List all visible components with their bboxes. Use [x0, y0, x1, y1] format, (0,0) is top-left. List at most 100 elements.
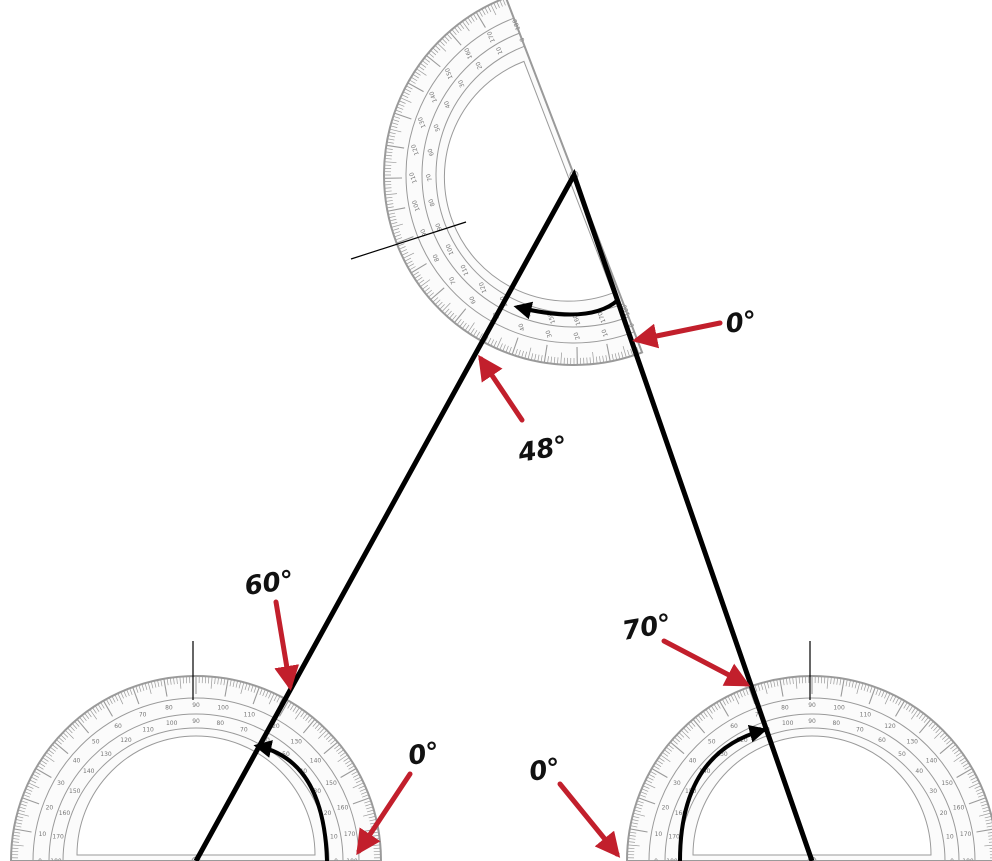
protractor-tick — [676, 734, 683, 740]
protractor-tick — [307, 717, 313, 723]
protractor-tick-label: 70 — [448, 275, 457, 285]
protractor-tick — [627, 349, 630, 357]
protractor-tick — [328, 736, 334, 743]
protractor-tick — [950, 744, 956, 750]
protractor-tick — [362, 794, 369, 798]
protractor-tick — [968, 797, 987, 805]
protractor-tick — [367, 809, 374, 813]
protractor-tick — [318, 729, 328, 739]
protractor-tick — [268, 691, 272, 699]
protractor-tick — [884, 691, 888, 699]
protractor-tick-label: 20 — [46, 805, 54, 812]
protractor-tick — [305, 715, 311, 721]
protractor-tick — [390, 222, 398, 225]
protractor-tick-label: 170 — [960, 831, 972, 838]
protractor-tick — [892, 696, 897, 703]
protractor-tick — [223, 678, 226, 686]
protractor-tick — [441, 302, 451, 312]
protractor-tick-label: 30 — [457, 79, 466, 89]
protractor-tick — [26, 785, 34, 789]
protractor-tick — [393, 231, 401, 235]
protractor-tick — [409, 266, 416, 271]
protractor-tick — [295, 707, 300, 714]
protractor-tick — [739, 690, 743, 698]
triangle — [193, 168, 815, 861]
protractor-tick — [279, 700, 289, 717]
protractor-tick — [632, 815, 640, 819]
protractor-tick — [42, 757, 49, 762]
protractor-tick — [38, 762, 46, 767]
protractor-tick-label: 100 — [411, 199, 422, 212]
protractor-tick — [611, 353, 614, 361]
protractor-tick — [394, 234, 402, 238]
label-top-zero: 0° — [724, 306, 759, 340]
protractor-tick-label: 120 — [410, 143, 421, 156]
protractor-tick — [833, 677, 835, 685]
protractor-tick — [345, 759, 352, 765]
protractor-tick — [424, 57, 431, 63]
protractor-tick — [987, 832, 992, 834]
protractor-tick — [24, 791, 32, 795]
protractor-tick-label: 130 — [716, 751, 728, 758]
protractor-tick — [980, 800, 988, 804]
protractor-tick — [397, 243, 405, 247]
protractor-tick — [37, 765, 44, 770]
protractor-tick — [398, 100, 406, 104]
protractor-tick — [11, 844, 24, 847]
protractor-tick — [238, 681, 242, 689]
protractor-tick-label: 150 — [941, 780, 953, 787]
protractor-tick-label: 60 — [468, 295, 477, 305]
protractor-tick — [881, 690, 885, 698]
protractor-tick — [355, 779, 363, 784]
protractor-tick — [462, 322, 467, 329]
protractor-tick — [953, 754, 964, 763]
protractor-tick — [11, 841, 20, 843]
protractor-tick — [147, 682, 152, 694]
protractor-tick — [360, 791, 368, 795]
protractor-tick — [385, 151, 393, 154]
protractor-tick — [448, 31, 462, 46]
protractor-tick — [961, 759, 968, 765]
protractor-tick — [742, 689, 746, 697]
protractor-tick — [622, 346, 627, 358]
protractor-tick-label: 40 — [299, 768, 307, 775]
protractor-tick — [941, 734, 948, 740]
protractor-tick-label: 30 — [929, 788, 937, 795]
protractor-tick — [473, 13, 478, 20]
protractor-tick-label: 150 — [325, 780, 337, 787]
protractor-tick-label: 90 — [808, 702, 816, 709]
protractor-tick — [14, 822, 22, 825]
protractor-tick — [388, 131, 396, 135]
protractor-tick — [986, 825, 992, 828]
protractor-tick — [217, 677, 219, 685]
protractor-window — [692, 735, 932, 856]
protractor-tick — [576, 346, 578, 365]
protractor-tick — [422, 284, 429, 290]
protractor-tick — [521, 350, 524, 358]
protractor-tick-label: 130 — [907, 739, 919, 746]
rotation-arrow-top — [513, 298, 620, 320]
pointer-arrow-right-reading — [661, 638, 751, 687]
protractor-tick — [727, 696, 732, 703]
protractor-tick — [895, 700, 905, 717]
protractor-tick — [496, 1, 500, 8]
protractor-tick — [602, 355, 605, 363]
protractor-tick-label: 140 — [926, 758, 938, 765]
protractor-tick — [795, 676, 798, 689]
protractor-tick-label: 90 — [434, 222, 443, 232]
protractor-tick — [959, 757, 966, 762]
protractor-tick — [934, 729, 944, 739]
protractor-tick — [505, 345, 509, 353]
protractor-tick — [446, 310, 452, 317]
protractor-tick — [530, 353, 534, 361]
protractor-tick-label: 140 — [428, 90, 439, 103]
protractor-tick-label: 70 — [240, 726, 248, 733]
protractor-tick — [984, 815, 992, 819]
protractor-scale-arc — [678, 727, 946, 861]
protractor-tick — [67, 727, 73, 734]
protractor-tick — [690, 721, 696, 727]
protractor-tick — [785, 677, 788, 685]
protractor-tick — [487, 5, 492, 13]
protractor-tick — [848, 679, 851, 687]
